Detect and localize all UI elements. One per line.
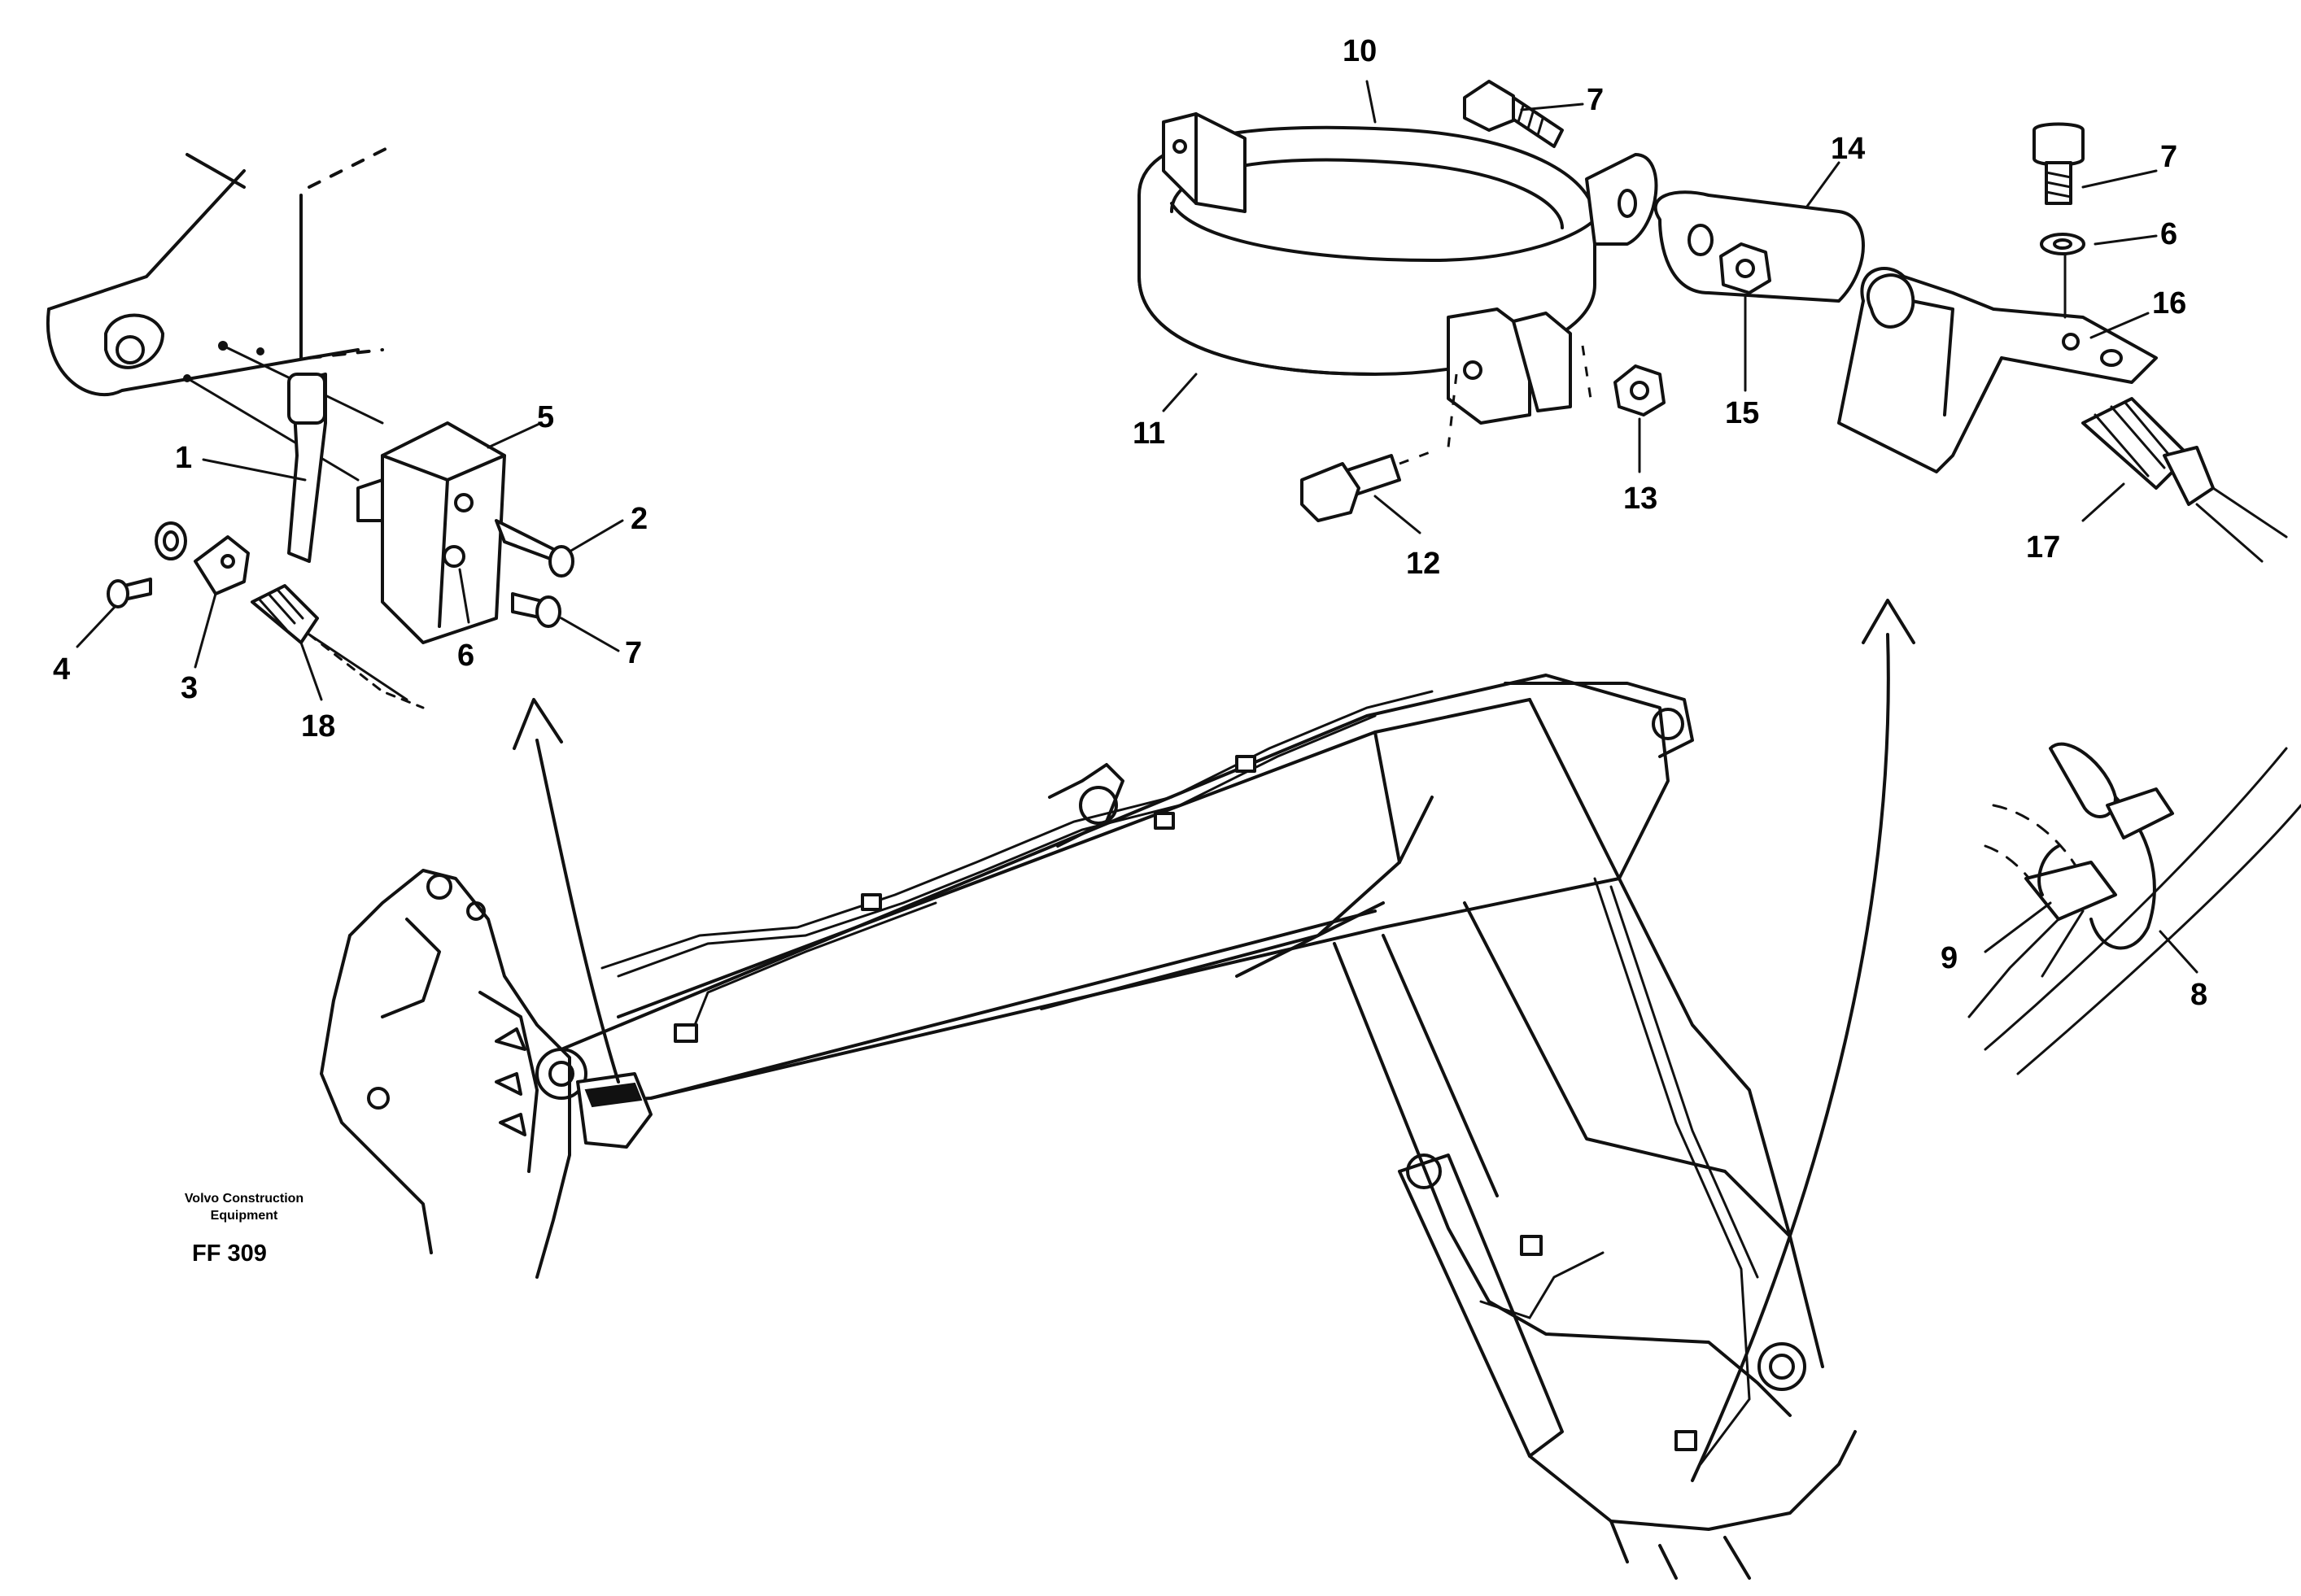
callout-14: 14 xyxy=(1831,132,1865,166)
boom-arm-assembly xyxy=(320,674,1857,1580)
callout-labels: 10 7 14 7 6 16 11 13 15 12 17 5 1 2 4 3 … xyxy=(53,34,2207,1012)
callout-3: 3 xyxy=(181,671,198,705)
callout-12: 12 xyxy=(1406,547,1440,581)
callout-8: 8 xyxy=(2190,978,2207,1012)
callout-11: 11 xyxy=(1133,416,1165,451)
callout-15: 15 xyxy=(1725,396,1759,430)
callout-16: 16 xyxy=(2152,286,2186,321)
figure-reference: FF 309 xyxy=(192,1241,267,1267)
callout-10: 10 xyxy=(1343,34,1377,68)
detail-cable-tie xyxy=(1967,742,2301,1075)
callout-5: 5 xyxy=(537,400,554,434)
publisher-subname: Equipment xyxy=(211,1209,278,1223)
publisher-name: Volvo Construction xyxy=(185,1192,303,1206)
callout-4: 4 xyxy=(53,652,70,687)
pointer-arrow-right xyxy=(1691,599,1915,1482)
detail-cable-clamp xyxy=(1137,80,2288,563)
leader-lines xyxy=(76,80,2198,974)
callout-1: 1 xyxy=(175,441,192,475)
callout-18: 18 xyxy=(301,709,335,743)
callout-6: 6 xyxy=(457,639,474,673)
callout-17: 17 xyxy=(2026,530,2060,565)
callout-2: 2 xyxy=(631,502,648,536)
callout-7: 7 xyxy=(625,636,642,670)
pointer-arrow-left xyxy=(513,698,620,1084)
publisher-block: Volvo Construction Equipment FF 309 xyxy=(185,1192,303,1267)
callout-6: 6 xyxy=(2160,217,2177,251)
detail-limit-switch xyxy=(46,145,574,709)
callout-13: 13 xyxy=(1623,482,1657,516)
callout-9: 9 xyxy=(1941,941,1958,975)
callout-7: 7 xyxy=(1587,83,1604,117)
callout-7: 7 xyxy=(2160,140,2177,174)
